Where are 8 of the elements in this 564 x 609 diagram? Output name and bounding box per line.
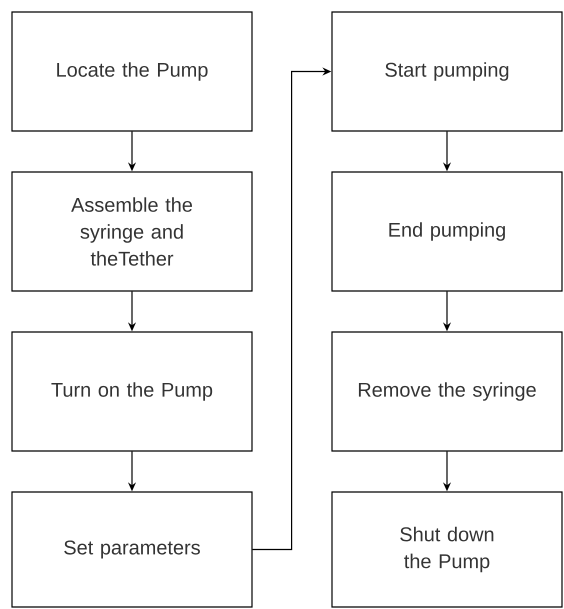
- process-box: Assemble the syringe and theTether: [11, 171, 253, 292]
- process-box: Set parameters: [11, 491, 253, 608]
- process-box: End pumping: [331, 171, 563, 292]
- process-box: Turn on the Pump: [11, 331, 253, 452]
- process-box: Start pumping: [331, 11, 563, 132]
- process-box: Remove the syringe: [331, 331, 563, 452]
- process-box: Locate the Pump: [11, 11, 253, 132]
- process-box: Shut down the Pump: [331, 491, 563, 608]
